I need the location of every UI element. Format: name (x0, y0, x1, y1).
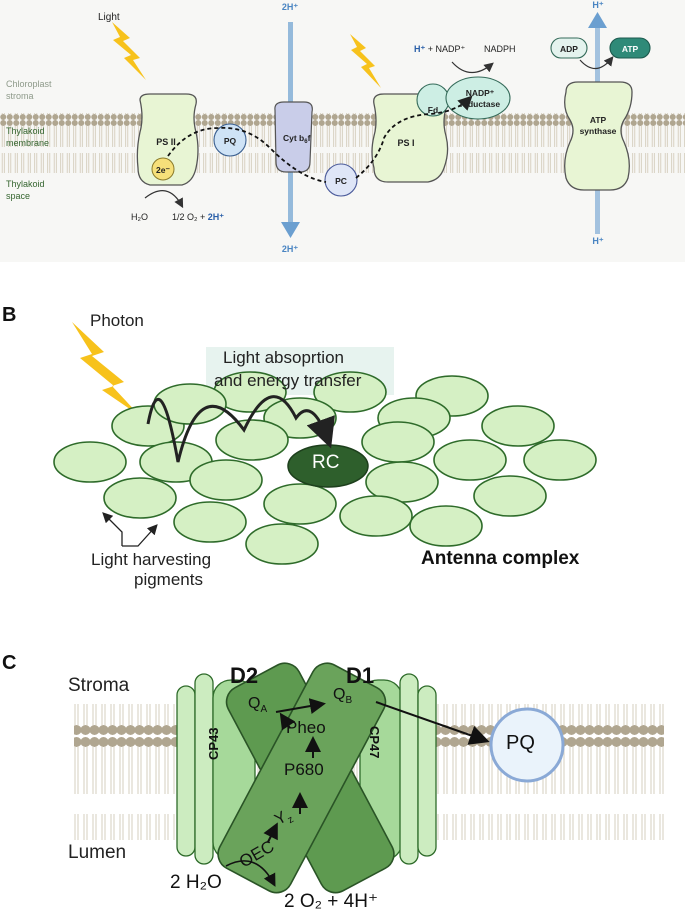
water-split-arrow (144, 190, 184, 209)
qa-label: QA (248, 695, 268, 716)
pigment-ellipse (263, 483, 337, 525)
adp-to-atp-arrow (579, 56, 614, 70)
nadph-label: NADPH (484, 44, 516, 54)
chloroplast-stroma-label-2: stroma (6, 91, 34, 101)
panel-b-diagram (53, 322, 597, 565)
qb-label: QB (333, 686, 353, 707)
ps2-label: PS II (156, 137, 176, 147)
d1-subunit (217, 662, 387, 894)
light-label: Light (98, 12, 120, 23)
pigment-ellipse (361, 421, 435, 463)
cp47-helix (417, 685, 437, 857)
electron-transport-path (167, 98, 470, 183)
nadp-reductase (445, 76, 511, 120)
antenna-pigments (53, 371, 597, 565)
oxygen-label-c: 2 O₂ + 4H⁺ (284, 891, 378, 912)
pc-circle (324, 163, 358, 197)
harvesting-label-1: Light harvesting (91, 550, 212, 569)
reductase-label-2: reductase (460, 99, 500, 109)
atp-synthase-complex (564, 81, 633, 191)
antenna-complex-label: Antenna complex (421, 548, 580, 569)
adp-label: ADP (560, 44, 578, 54)
pigment-ellipse (189, 459, 263, 501)
water-label: H₂O (131, 212, 148, 222)
thylakoid-space-label-2: space (6, 191, 30, 201)
thylakoid-membrane-label-1: Thylakoid (6, 126, 45, 136)
pigment-ellipse (473, 475, 547, 517)
cyt-proton-top-label: 2H⁺ (282, 2, 299, 12)
cyt-b6f-label: Cyt b6f (283, 133, 311, 145)
atp-proton-top-label: H⁺ (592, 0, 603, 10)
thylakoid-space-label-1: Thylakoid (6, 179, 45, 189)
adp-pill (550, 37, 588, 59)
harvesting-label-2: pigments (134, 570, 203, 589)
atp-proton-bottom-label: H⁺ (592, 236, 603, 246)
panel-c-letter: C (2, 652, 17, 674)
cp43-helix (176, 685, 196, 857)
energy-transfer-arrow (146, 395, 335, 463)
ps2-complex (136, 93, 199, 186)
electron-pair-circle (151, 157, 175, 181)
cp47-label: CP47 (367, 726, 382, 759)
atp-synthase-label-2: synthase (580, 126, 617, 136)
harvesting-arrow-1 (102, 512, 123, 546)
pigment-ellipse (103, 477, 177, 519)
pigment-ellipse (53, 441, 127, 483)
pq-circle-a (213, 123, 247, 157)
water-oxidation-arrow (225, 860, 276, 887)
ps1-label: PS I (397, 138, 414, 148)
light-bolt-icon-ps1 (350, 34, 381, 88)
qb-to-pq-arrow (375, 701, 490, 745)
cyt-b6f-complex (274, 101, 313, 173)
cp43-label: CP43 (206, 727, 221, 760)
pigment-ellipse (245, 523, 319, 565)
lumen-label: Lumen (68, 842, 127, 863)
nadp-input-label: H⁺ + NADP⁺ (414, 44, 466, 54)
harvesting-arrow-2 (122, 524, 158, 547)
pigment-ellipse (215, 419, 289, 461)
pigment-ellipse (339, 495, 413, 537)
pigment-ellipse (313, 371, 387, 413)
light-bolt-icon (112, 22, 146, 80)
absorption-label-2: and energy transfer (214, 371, 362, 390)
panel-b-letter: B (2, 304, 17, 326)
pheo-label: Pheo (286, 718, 326, 737)
cp43-helix (194, 673, 214, 865)
cp47-helix (399, 673, 419, 865)
pq-label-c: PQ (506, 732, 535, 754)
water-label-c: 2 H₂O (170, 872, 222, 893)
pc-label: PC (335, 176, 347, 186)
thylakoid-membrane-label-2: membrane (6, 138, 49, 148)
p680-label: P680 (284, 760, 324, 779)
rc-label: RC (312, 452, 340, 473)
pq-circle-c (489, 707, 565, 783)
photon-bolt-icon (72, 322, 140, 416)
electron-pair-label: 2e⁻ (156, 165, 170, 175)
pigment-ellipse (523, 439, 597, 481)
absorption-label-1: Light absoprtion (223, 348, 344, 367)
d2-label: D2 (230, 663, 259, 688)
chloroplast-stroma-label-1: Chloroplast (6, 79, 52, 89)
atp-pill (609, 37, 651, 59)
qa-to-qb-arrow (275, 698, 326, 714)
atp-synthase-label-1: ATP (590, 115, 607, 125)
panel-c-diagram (74, 662, 664, 894)
pigment-ellipse (481, 405, 555, 447)
stroma-label: Stroma (68, 675, 130, 696)
oxygen-proton-label: 1/2 O₂ + 2H⁺ (172, 212, 224, 222)
pigment-ellipse (409, 505, 483, 547)
pheo-to-qa-arrow (279, 712, 296, 731)
reductase-label-1: NADP⁺ (466, 88, 495, 98)
panel-a-diagram: Light Chloroplast stroma Thylakoid membr… (0, 0, 685, 262)
pigment-ellipse (433, 439, 507, 481)
d1-label: D1 (346, 663, 375, 688)
pq-label-a: PQ (224, 136, 237, 146)
atp-label: ATP (622, 44, 639, 54)
pigment-ellipse (173, 501, 247, 543)
fd-label: Fd (428, 105, 438, 115)
photon-label: Photon (90, 311, 144, 330)
nadp-to-nadph-arrow (451, 61, 494, 74)
cyt-proton-bottom-label: 2H⁺ (282, 244, 299, 254)
oec-to-yz-arrow (263, 822, 278, 843)
